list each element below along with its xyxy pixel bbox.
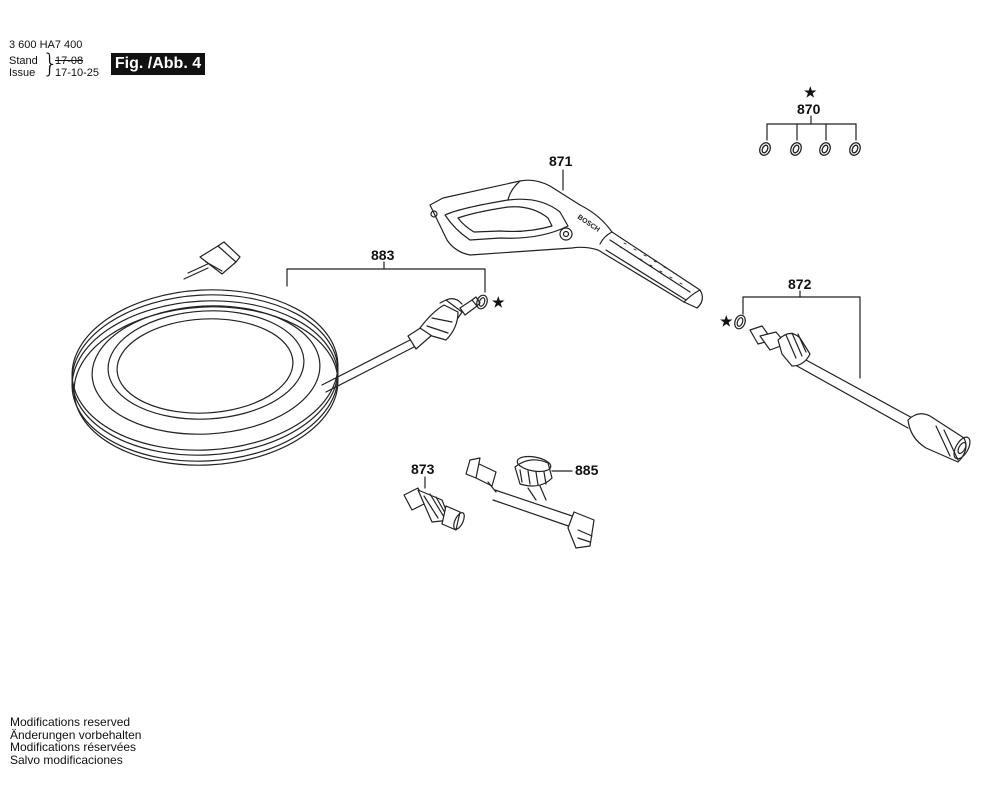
star-icon: ★: [720, 313, 733, 329]
spray-lance-icon: [749, 325, 971, 463]
part-872-label: 872: [788, 276, 812, 292]
footer-line-en: Modifications reserved: [10, 715, 131, 729]
spray-gun-icon: [429, 179, 703, 309]
part-871-label: 871: [549, 153, 573, 169]
hose-icon: [71, 241, 415, 466]
footer-line-de: Änderungen vorbehalten: [10, 727, 142, 742]
footer-line-fr: Modifications réservées: [10, 740, 137, 754]
star-icon: ★: [804, 84, 817, 100]
star-icon: ★: [492, 294, 505, 310]
o-ring-icon: [759, 142, 861, 156]
part-870-label: 870: [797, 101, 821, 117]
part-873-label: 873: [411, 461, 435, 477]
stand-label: Stand: [9, 55, 38, 67]
callout-bracket-883: [286, 261, 486, 293]
figure-tag: Fig. /Abb. 4: [111, 53, 205, 75]
detergent-nozzle-icon: [465, 455, 595, 549]
callout-bracket-870: [766, 115, 857, 141]
stand-date: 17-08: [55, 55, 84, 67]
issue-date: 17-10-25: [55, 67, 100, 79]
part-885-label: 885: [575, 462, 599, 478]
footer-line-es: Salvo modificaciones: [10, 752, 123, 767]
issue-label: Issue: [9, 67, 36, 79]
nozzle-icon: [403, 487, 465, 531]
part-883-label: 883: [371, 247, 395, 263]
o-ring-icon: [734, 314, 746, 330]
brace-icon: }: [42, 49, 59, 79]
document-number: 3 600 HA7 400: [9, 39, 83, 51]
hose-coupling-icon: [407, 296, 481, 350]
footer-notice: Modifications reserved Änderungen vorbeh…: [10, 716, 141, 766]
callout-bracket-872: [742, 290, 861, 379]
o-ring-icon: [476, 294, 488, 310]
